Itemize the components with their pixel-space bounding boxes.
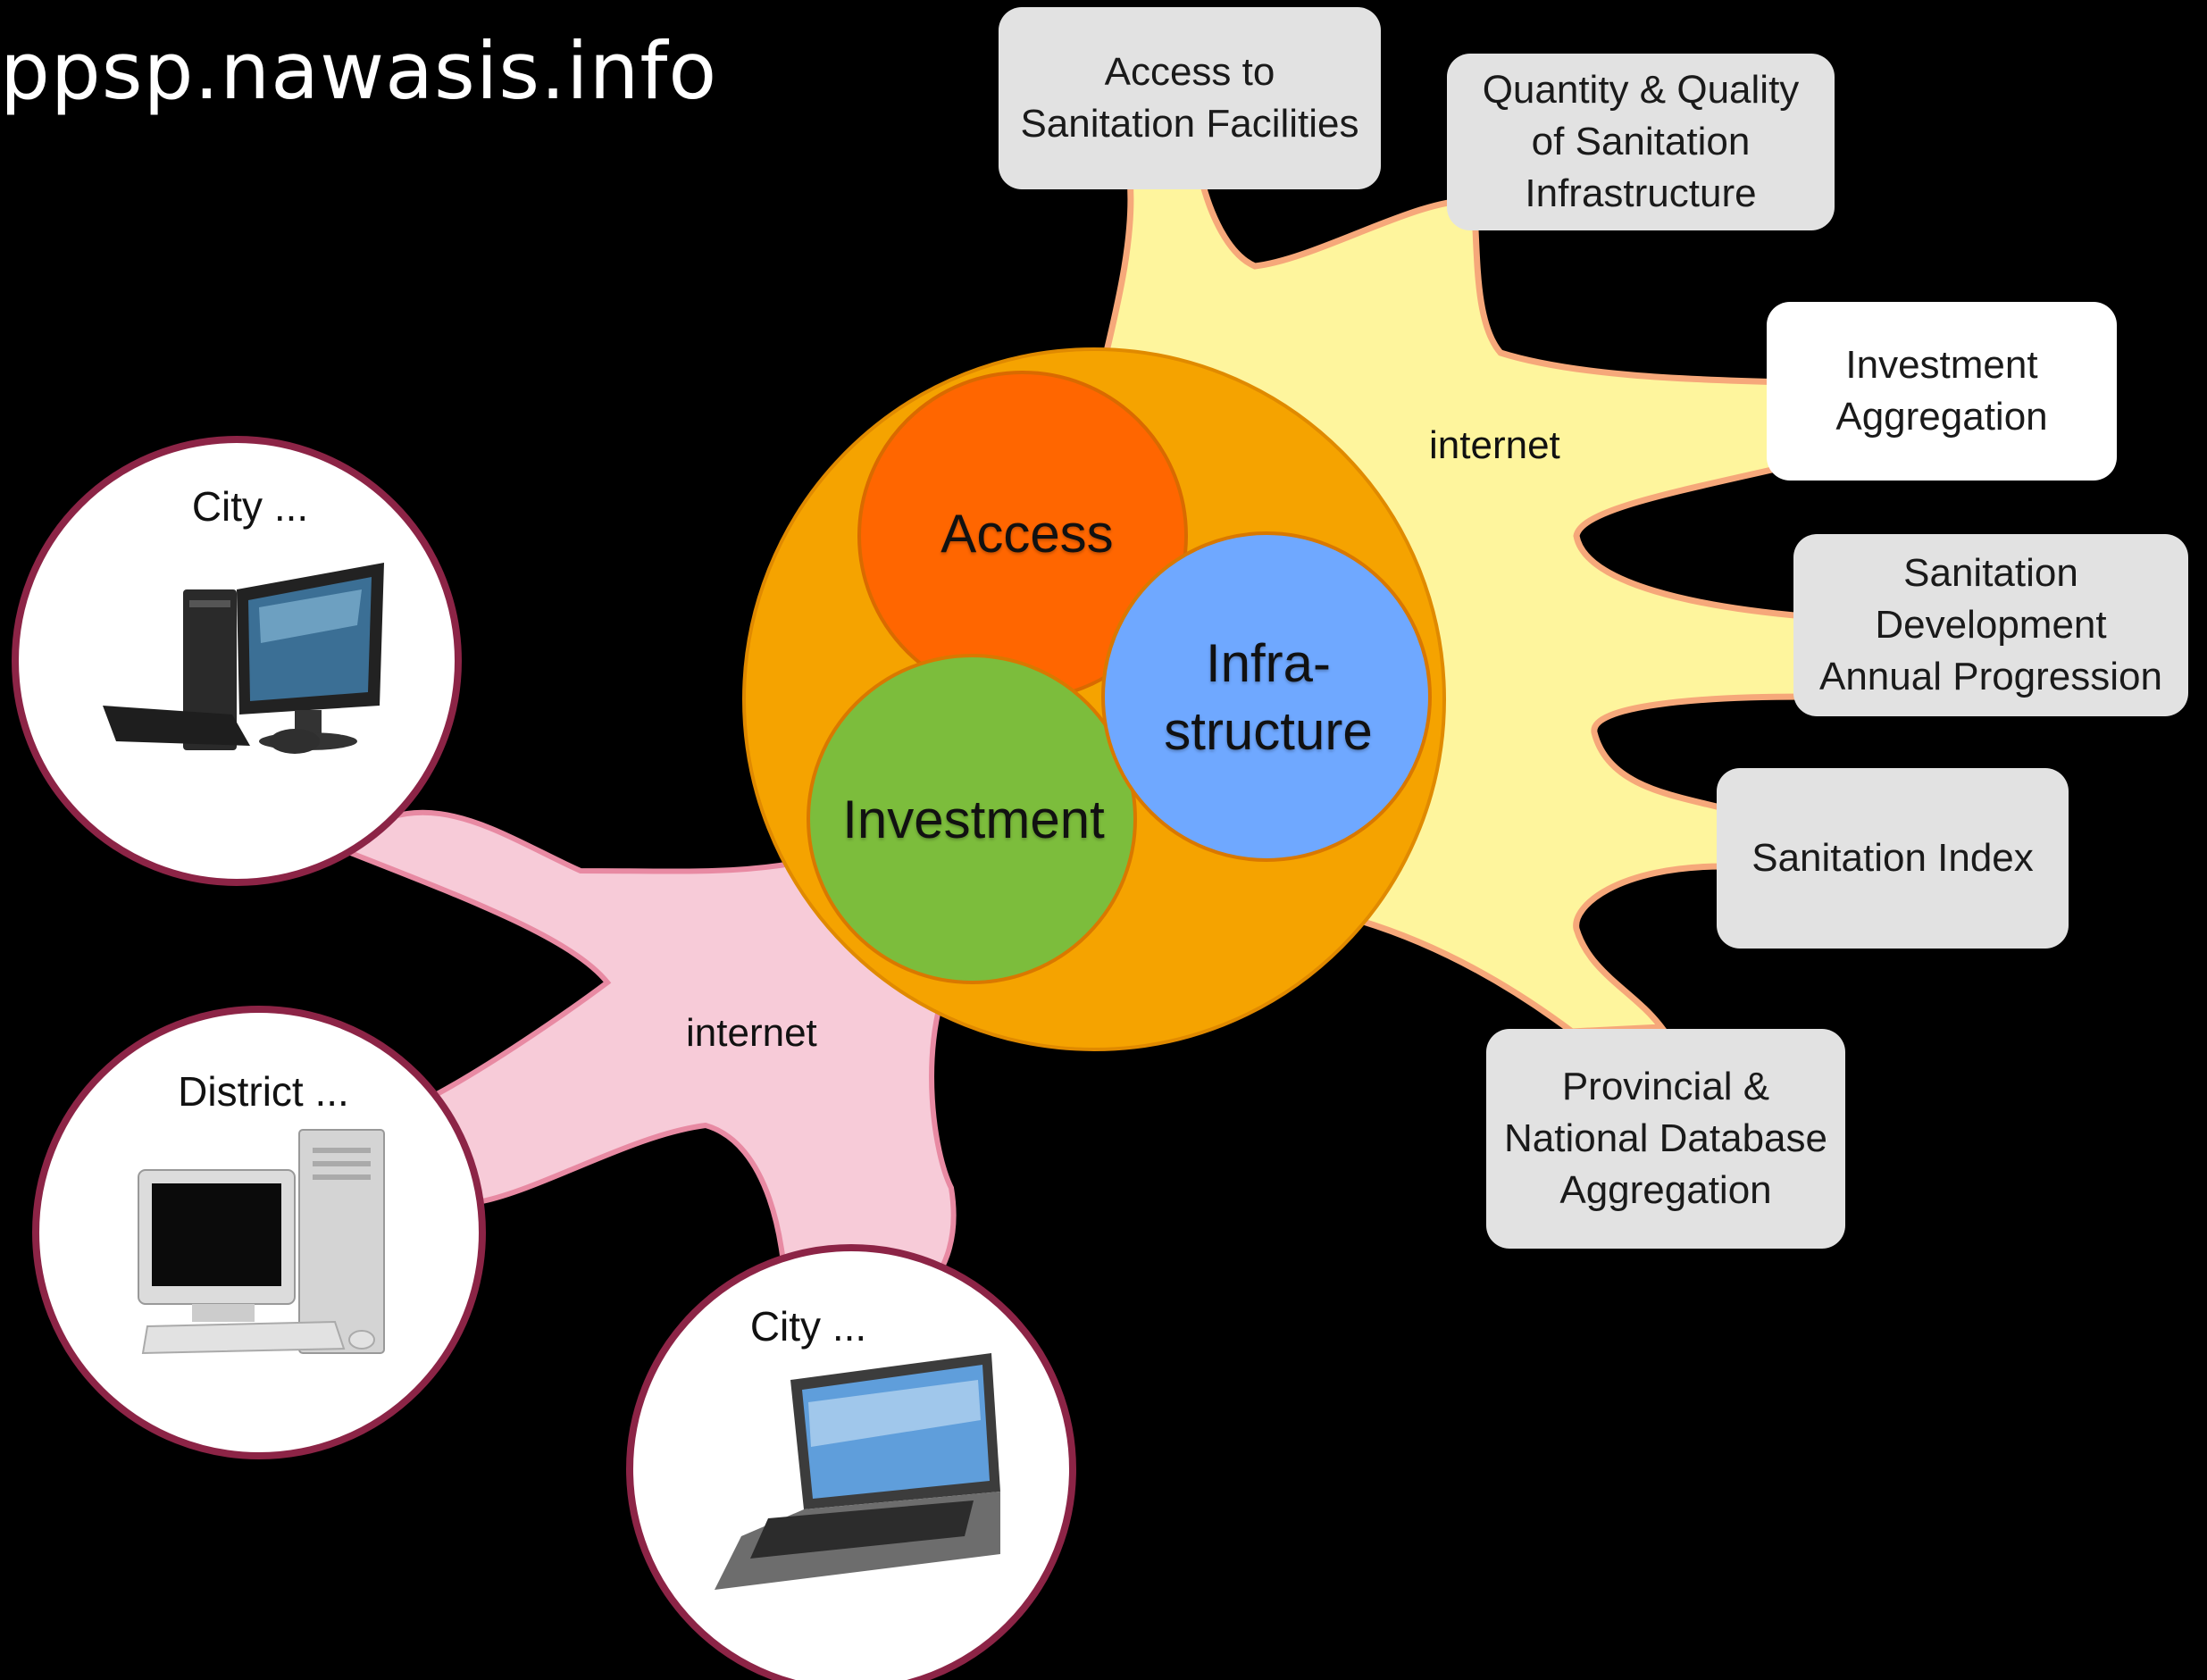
hub-label-infrastructure: Infra- structure xyxy=(1164,633,1373,761)
output-card-infrastructure-text: Quantity & Quality of Sanitation Infrast… xyxy=(1482,68,1800,215)
desktop-lcd-icon xyxy=(103,563,384,754)
client-label-city-1: City ... xyxy=(191,483,309,530)
output-card-investment: Investment Aggregation xyxy=(1767,302,2117,481)
output-card-database-aggregation-text: Provincial & National Database Aggregati… xyxy=(1503,1065,1827,1212)
site-url-title: ppsp.nawasis.info xyxy=(0,25,718,117)
output-card-infrastructure: Quantity & Quality of Sanitation Infrast… xyxy=(1447,54,1835,230)
output-card-sanitation-index: Sanitation Index xyxy=(1717,768,2069,949)
client-label-district: District ... xyxy=(178,1068,349,1115)
hub-label-investment: Investment xyxy=(842,790,1105,849)
right-internet-label: internet xyxy=(1429,423,1560,467)
output-card-database-aggregation: Provincial & National Database Aggregati… xyxy=(1486,1029,1845,1249)
client-label-city-2: City ... xyxy=(749,1303,867,1350)
hub-label-access: Access xyxy=(940,504,1114,564)
output-card-access-text: Access to Sanitation Facilities xyxy=(1020,50,1359,146)
output-card-annual-progression: Sanitation Development Annual Progressio… xyxy=(1793,534,2188,716)
output-card-sanitation-index-text: Sanitation Index xyxy=(1751,836,2034,880)
output-card-annual-progression-text: Sanitation Development Annual Progressio… xyxy=(1818,551,2162,698)
investment-circle xyxy=(807,654,1137,984)
left-internet-label: internet xyxy=(686,1011,817,1055)
output-card-access: Access to Sanitation Facilities xyxy=(999,7,1381,189)
output-card-investment-text: Investment Aggregation xyxy=(1835,343,2048,439)
laptop-icon xyxy=(715,1353,1000,1590)
right-internet-network xyxy=(1095,175,1808,1035)
desktop-crt-icon xyxy=(138,1129,385,1355)
infrastructure-circle xyxy=(1101,531,1432,862)
